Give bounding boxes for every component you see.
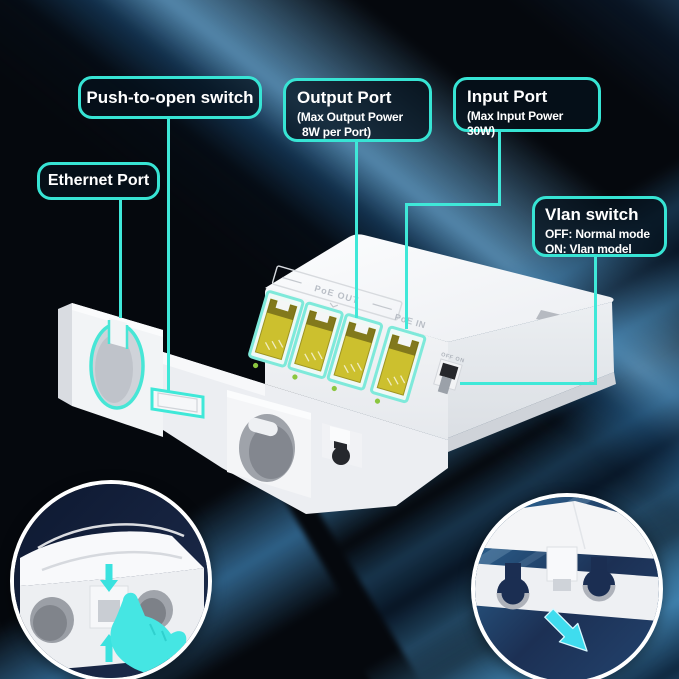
callout-output-port: Output Port (Max Output Power 8W per Por… (283, 78, 432, 142)
callout-push-to-open: Push-to-open switch (78, 76, 262, 119)
connector-vlan-h (460, 382, 597, 385)
connector-output (355, 142, 358, 318)
connector-ethernet (119, 200, 122, 318)
inset-push-latch-detail (10, 480, 212, 679)
bracket-plate-side (58, 303, 72, 406)
inset-right-art (475, 497, 659, 679)
callout-title: Vlan switch (545, 205, 639, 224)
latch-tab-foot (553, 579, 571, 591)
inset-left-art (14, 484, 208, 678)
callout-title: Output Port (297, 88, 392, 107)
connector-input-v2 (405, 203, 408, 329)
callout-label: Ethernet Port (47, 172, 150, 189)
port-led (252, 362, 259, 369)
connector-input-v1 (498, 132, 501, 206)
bracket-hole-left-shadow (33, 605, 67, 641)
latch-tab (546, 546, 578, 582)
callout-input-port: Input Port (Max Input Power 30W) (453, 77, 601, 138)
callout-vlan-switch: Vlan switch OFF: Normal mode ON: Vlan mo… (532, 196, 667, 257)
clip-hole (332, 447, 350, 465)
connector-input-h (405, 203, 501, 206)
callout-ethernet-port: Ethernet Port (37, 162, 160, 200)
callout-subtext: (Max Output Power (297, 110, 403, 124)
cable-hole-slot (109, 318, 127, 348)
connector-push-to-open (167, 119, 170, 391)
callout-subtext: 8W per Port) (302, 124, 371, 139)
callout-title: Input Port (467, 87, 548, 106)
inset-slide-mount-detail (471, 493, 663, 679)
callout-subtext: OFF: Normal mode (545, 227, 650, 241)
callout-subtext: (Max Input Power 30W) (467, 109, 564, 138)
callout-label: Push-to-open switch (86, 87, 254, 107)
callout-subtext: ON: Vlan model (545, 241, 632, 256)
connector-vlan-v (594, 257, 597, 385)
